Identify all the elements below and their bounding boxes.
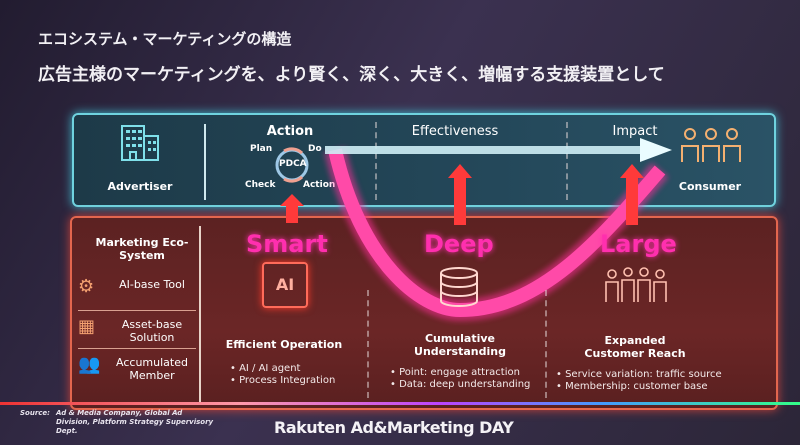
advertiser-label: Advertiser bbox=[107, 180, 173, 193]
consumers-icon bbox=[681, 128, 741, 162]
value-chain-panel bbox=[72, 113, 776, 207]
pillar-keyword-large: Large bbox=[600, 230, 677, 258]
pillar-keyword-deep: Deep bbox=[424, 230, 494, 258]
consumer-label: Consumer bbox=[678, 180, 742, 193]
pillar-keyword-smart: Smart bbox=[246, 230, 328, 258]
pdca-check: Check bbox=[245, 180, 276, 190]
building-icon bbox=[121, 125, 159, 161]
divider bbox=[78, 310, 196, 311]
users-icon: 👥 bbox=[78, 354, 101, 375]
boxes-icon: ▦ bbox=[78, 316, 96, 337]
pdca-center: PDCA bbox=[279, 159, 307, 169]
divider bbox=[204, 124, 206, 200]
effectiveness-label: Effectiveness bbox=[411, 124, 499, 139]
pillar-bullet: • Point: engage attraction bbox=[390, 367, 520, 378]
slide-title: エコシステム・マーケティングの構造 bbox=[38, 30, 292, 48]
divider bbox=[78, 348, 196, 349]
source-label: Source: bbox=[20, 409, 50, 417]
divider bbox=[199, 226, 201, 402]
divider bbox=[375, 122, 377, 200]
pillar-bullet: • Service variation: traffic source bbox=[556, 369, 722, 380]
ai-chip-icon: AI bbox=[262, 262, 308, 308]
event-brand-logo: Rakuten Ad&Marketing DAY bbox=[274, 418, 514, 437]
pillar-bullet: • Membership: customer base bbox=[556, 381, 708, 392]
divider bbox=[566, 122, 568, 200]
source-text: Ad & Media Company, Global Ad Division, … bbox=[56, 409, 214, 435]
eco-system-title: Marketing Eco-System bbox=[95, 236, 189, 262]
database-icon bbox=[440, 267, 478, 307]
impact-label: Impact bbox=[612, 124, 658, 139]
divider bbox=[367, 290, 369, 398]
pillar-title: Efficient Operation bbox=[225, 338, 343, 351]
eco-item-member: Accumulated Member bbox=[116, 356, 188, 382]
eco-item-ai-tool: AI-base Tool bbox=[119, 278, 185, 291]
gear-icon: ⚙ bbox=[78, 276, 95, 297]
eco-item-asset-solution: Asset-base Solution bbox=[121, 318, 183, 344]
pillar-bullet: • Data: deep understanding bbox=[390, 379, 531, 390]
pillar-bullet: • Process Integration bbox=[230, 375, 336, 386]
pdca-plan: Plan bbox=[250, 144, 273, 154]
pdca-action: Action bbox=[303, 180, 336, 190]
eco-system-panel bbox=[70, 216, 778, 410]
pillar-title: Expanded Customer Reach bbox=[584, 334, 686, 360]
action-label: Action bbox=[266, 124, 314, 139]
pillar-title: Cumulative Understanding bbox=[414, 332, 506, 358]
pillar-bullet: • AI / AI agent bbox=[230, 363, 301, 374]
pdca-cycle-icon bbox=[275, 147, 309, 183]
rainbow-line bbox=[0, 402, 800, 405]
slide-subtitle: 広告主様のマーケティングを、より賢く、深く、大きく、増幅する支援装置として bbox=[38, 65, 665, 85]
divider bbox=[545, 290, 547, 398]
pdca-do: Do bbox=[308, 144, 322, 154]
crowd-icon bbox=[605, 267, 667, 302]
